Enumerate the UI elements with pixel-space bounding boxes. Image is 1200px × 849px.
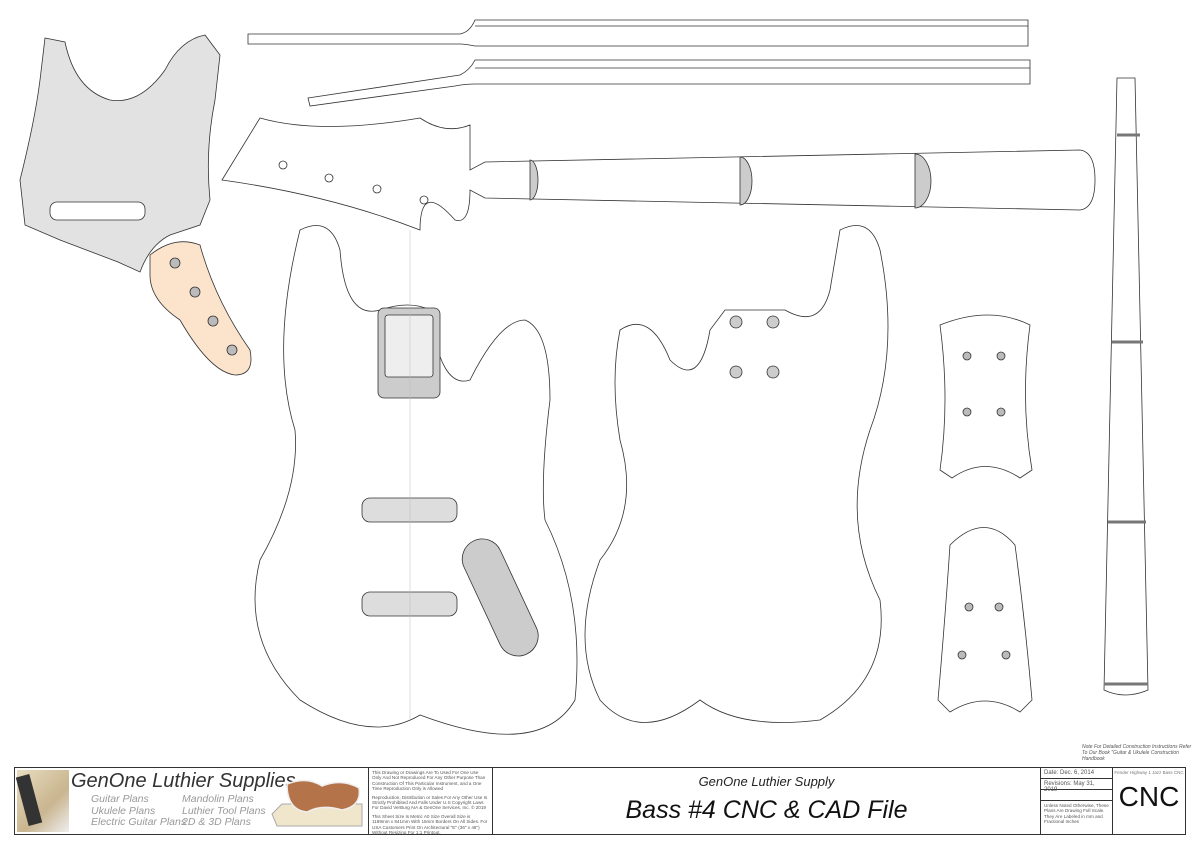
scale-note: Unless Noted Otherwise, These Plans Are … xyxy=(1044,803,1109,825)
legal-text: This Drawing or Drawings Are To Used For… xyxy=(372,770,486,792)
plan-link: Electric Guitar Plans xyxy=(91,816,187,828)
drawing-title: Bass #4 CNC & CAD File xyxy=(625,796,908,824)
plan-link: Mandolin Plans xyxy=(182,793,254,805)
legal-text: This Sheet Size Is Metric A0 Size Overal… xyxy=(372,813,488,836)
title-block: GenOne Luthier Supplies Guitar Plans Uku… xyxy=(14,767,1186,835)
plan-link: Ukulele Plans xyxy=(91,804,156,817)
control-cavity xyxy=(461,538,539,657)
brand-name: GenOne Luthier Supplies xyxy=(71,770,296,792)
revisions: Revisions: May 31, 2019 xyxy=(1041,779,1112,793)
neck-pickup xyxy=(361,497,458,523)
body-front xyxy=(254,225,578,735)
headstock-front xyxy=(939,314,1033,479)
date: Date: Dec. 6, 2014 xyxy=(1041,768,1112,779)
company-name: GenOne Luthier Supply xyxy=(698,774,835,789)
headstock-back xyxy=(937,527,1033,713)
construction-note: Note For Detailed Construction Instructi… xyxy=(1082,744,1192,762)
sheet-panel: Fender Highway 1 Jazz Bass CNC CNC xyxy=(1113,768,1185,834)
blank-row xyxy=(1041,790,1112,801)
control-plate xyxy=(149,241,252,376)
neck-side-view xyxy=(247,19,1029,47)
sheet-name: Fender Highway 1 Jazz Bass CNC xyxy=(1114,770,1184,775)
plans-list-1: Guitar Plans Ukulele Plans Electric Guit… xyxy=(91,793,187,829)
plan-link: Guitar Plans xyxy=(91,793,149,805)
title-panel: GenOne Luthier Supply Bass #4 CNC & CAD … xyxy=(493,768,1041,834)
logo-panel: GenOne Luthier Supplies Guitar Plans Uku… xyxy=(15,768,369,834)
plans-list-2: Mandolin Plans Luthier Tool Plans 2D & 3… xyxy=(182,793,266,829)
plan-link: Luthier Tool Plans xyxy=(182,804,266,817)
guitar-photo xyxy=(15,770,69,832)
ukulele-mold-photo xyxy=(271,779,363,827)
pickguard xyxy=(19,34,221,273)
plan-link: 2D & 3D Plans xyxy=(182,816,251,828)
legal-notice: This Drawing or Drawings Are To Used For… xyxy=(369,768,493,836)
legal-text: Reproduction, Distribution or Sales For … xyxy=(372,794,488,811)
neck-side-view-angled xyxy=(307,59,1031,107)
fretboard xyxy=(1103,77,1149,696)
neck-top-view xyxy=(221,117,1096,231)
bridge-pickup xyxy=(361,591,458,617)
body-back xyxy=(584,225,889,723)
pickup-cutout xyxy=(49,201,146,221)
sheet-code: CNC xyxy=(1118,781,1180,812)
date-panel: Date: Dec. 6, 2014 Revisions: May 31, 20… xyxy=(1041,768,1113,834)
